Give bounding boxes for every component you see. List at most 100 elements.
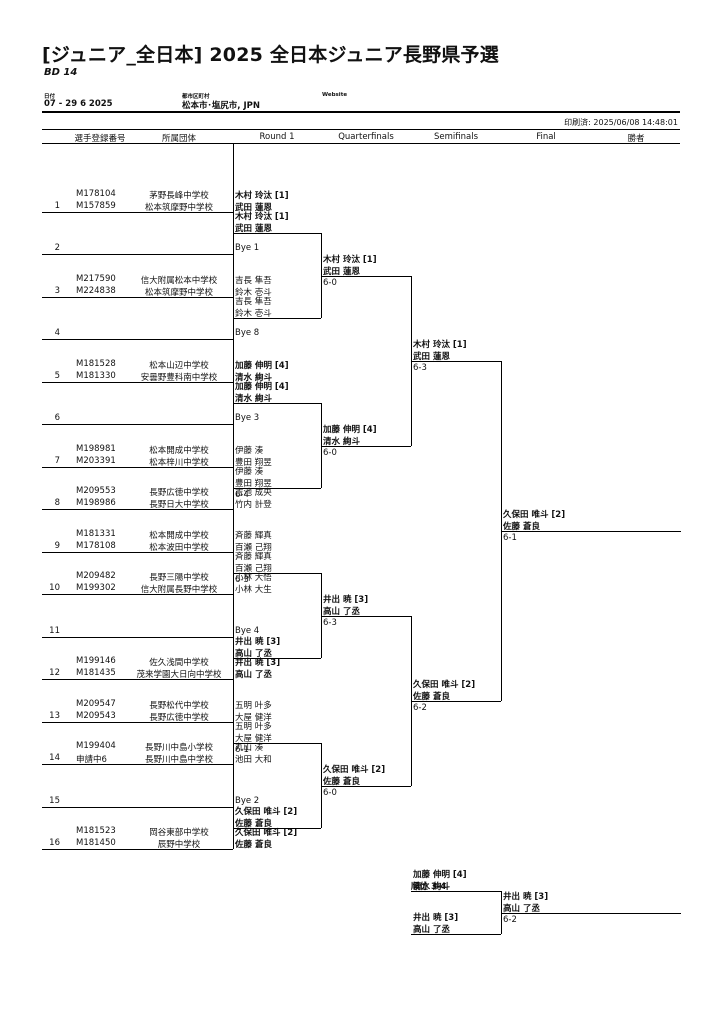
page-title: [ジュニア_全日本] 2025 全日本ジュニア長野県予選 (42, 44, 499, 66)
quarterfinal-line (233, 658, 321, 659)
club-name: 佐久浅間中学校 (149, 658, 209, 668)
column-header-quarterfinals: Quarterfinals (338, 132, 394, 142)
registration-number: M199302 (76, 583, 116, 593)
semifinal-line (321, 276, 411, 277)
registration-number: M178108 (76, 541, 116, 551)
registration-number: M199146 (76, 656, 116, 666)
registration-number: M209553 (76, 486, 116, 496)
player-name: 井出 暁 [3] (235, 658, 281, 668)
registration-number: M198986 (76, 498, 116, 508)
third-place-player-name: 高山 了丞 (413, 925, 450, 935)
draw-position-number: 2 (54, 243, 60, 253)
registration-number: M217590 (76, 274, 116, 284)
city-label: 都市区町村 (182, 94, 210, 100)
player-name: 加藤 伸明 [4] (235, 361, 289, 371)
semifinal-player-name: 井出 暁 [3] (323, 595, 369, 605)
club-name: 岡谷東部中学校 (149, 828, 209, 838)
draw-position-number: 9 (54, 541, 60, 551)
registration-number: M178104 (76, 189, 116, 199)
draw-row-line (42, 849, 233, 850)
draw-row-line (42, 722, 233, 723)
quarterfinal-player-name: 吉長 隼吾 (235, 297, 272, 307)
quarterfinal-player-name: 武田 蓮恩 (235, 224, 272, 234)
registration-number: M181331 (76, 529, 116, 539)
quarterfinal-line (233, 828, 321, 829)
winner-player-name: 佐藤 蒼良 (503, 522, 540, 532)
player-name: 吉池 成央 (235, 488, 272, 498)
header-rule (42, 111, 680, 113)
quarterfinal-line (233, 233, 321, 234)
quarterfinal-player-name: 井出 暁 [3] (235, 637, 281, 647)
club-name: 辰野中学校 (157, 840, 201, 850)
quarterfinal-player-name: 豊田 翔昱 (235, 479, 272, 489)
player-name: 清水 絢斗 (235, 373, 272, 383)
draw-row-line (42, 467, 233, 468)
quarterfinal-player-name: 斉藤 輝真 (235, 552, 272, 562)
winner-score: 6-1 (503, 533, 517, 543)
club-name: 長野日大中学校 (149, 500, 209, 510)
player-name: 池田 大和 (235, 755, 272, 765)
club-name: 松本開成中学校 (149, 531, 209, 541)
semifinal-score: 6-0 (323, 448, 337, 458)
player-name: 五明 叶多 (235, 701, 272, 711)
semifinal-line (321, 616, 411, 617)
registration-number: M203391 (76, 456, 116, 466)
semifinal-score: 6-3 (323, 618, 337, 628)
club-name: 松本開成中学校 (149, 446, 209, 456)
semifinal-connector (321, 573, 322, 658)
column-header-club: 所属団体 (161, 134, 196, 144)
quarterfinal-line (233, 743, 321, 744)
quarterfinal-player-name: 高山 了丞 (235, 649, 272, 659)
final-score: 6-3 (413, 363, 427, 373)
draw-row-line (42, 424, 233, 425)
third-place-player-name: 加藤 伸明 [4] (413, 870, 467, 880)
player-name: 吉長 隼吾 (235, 276, 272, 286)
draw-row-line (42, 637, 233, 638)
draw-position-number: 6 (54, 413, 60, 423)
registration-number: M181528 (76, 359, 116, 369)
registration-number: M181450 (76, 838, 116, 848)
registration-number: M199404 (76, 741, 116, 751)
draw-row-line (42, 509, 233, 510)
third-place-player-name: 清水 絢斗 (413, 882, 450, 892)
third-place-line (411, 934, 501, 935)
semifinal-player-name: 佐藤 蒼良 (323, 777, 360, 787)
quarterfinal-player-name: 清水 絢斗 (235, 394, 272, 404)
draw-row-line (42, 254, 233, 255)
draw-position-number: 4 (54, 328, 60, 338)
draw-row-line (42, 679, 233, 680)
column-header-registration: 選手登録番号 (74, 134, 126, 144)
draw-position-number: 10 (49, 583, 60, 593)
winner-player-name: 久保田 唯斗 [2] (503, 510, 566, 520)
third-place-winner-name: 高山 了丞 (503, 904, 540, 914)
club-name: 松本波田中学校 (149, 543, 209, 553)
club-name: 長野川中島中学校 (144, 755, 213, 765)
semifinal-score: 6-0 (323, 788, 337, 798)
quarterfinal-player-name: 五明 叶多 (235, 722, 272, 732)
player-name: 佐藤 蒼良 (235, 840, 272, 850)
bye-label: Bye 2 (235, 796, 260, 806)
player-name: 小林 大悟 (235, 573, 272, 583)
draw-position-number: 3 (54, 286, 60, 296)
club-name: 松本筑摩野中学校 (144, 203, 213, 213)
registration-number: M224838 (76, 286, 116, 296)
registration-number: M181330 (76, 371, 116, 381)
draw-position-number: 15 (49, 796, 60, 806)
club-name: 長野三陽中学校 (149, 573, 209, 583)
player-name: 高山 了丞 (235, 670, 272, 680)
club-name: 長野広徳中学校 (149, 488, 209, 498)
quarterfinal-player-name: 佐藤 蒼良 (235, 819, 272, 829)
third-place-line (411, 891, 501, 892)
draw-row-line (42, 807, 233, 808)
third-place-winner-line (501, 913, 681, 914)
registration-number: 申請中6 (76, 755, 107, 765)
winner-line (501, 531, 681, 532)
draw-position-number: 1 (54, 201, 60, 211)
player-name: 鈴木 壱斗 (235, 288, 272, 298)
player-name: 小林 大生 (235, 585, 272, 595)
bye-label: Bye 1 (235, 243, 260, 253)
draw-position-number: 8 (54, 498, 60, 508)
semifinal-line (321, 446, 411, 447)
column-header-final: Final (536, 132, 556, 142)
semifinal-player-name: 久保田 唯斗 [2] (323, 765, 386, 775)
